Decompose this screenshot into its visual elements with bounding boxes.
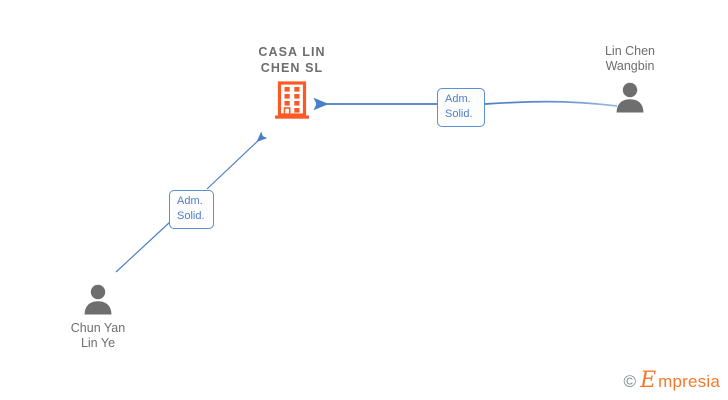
- edge-label-lin-chen-wangbin[interactable]: Adm. Solid.: [437, 88, 485, 127]
- building-icon: [275, 81, 309, 119]
- company-node-casa-lin-chen-sl[interactable]: CASA LIN CHEN SL: [236, 44, 348, 125]
- person-icon: [616, 82, 644, 113]
- edge-path-chun-yan-lin-ye-arrow: [206, 131, 268, 190]
- edge-path-chun-yan-lin-ye: [115, 221, 171, 273]
- person-name-label: Lin Chen Wangbin: [604, 44, 656, 73]
- company-name-label: CASA LIN CHEN SL: [258, 45, 326, 75]
- person-icon: [84, 284, 112, 315]
- empresia-watermark: © E mpresia: [624, 370, 720, 392]
- brand-name: mpresia: [658, 371, 720, 391]
- person-name-label: Chun Yan Lin Ye: [70, 321, 126, 350]
- person-node-chun-yan-lin-ye[interactable]: Chun Yan Lin Ye: [38, 282, 158, 351]
- edge-label-chun-yan-lin-ye[interactable]: Adm. Solid.: [169, 190, 214, 229]
- brand-initial: E: [640, 368, 657, 393]
- person-node-lin-chen-wangbin[interactable]: Lin Chen Wangbin: [570, 44, 690, 114]
- copyright-icon: ©: [623, 371, 637, 391]
